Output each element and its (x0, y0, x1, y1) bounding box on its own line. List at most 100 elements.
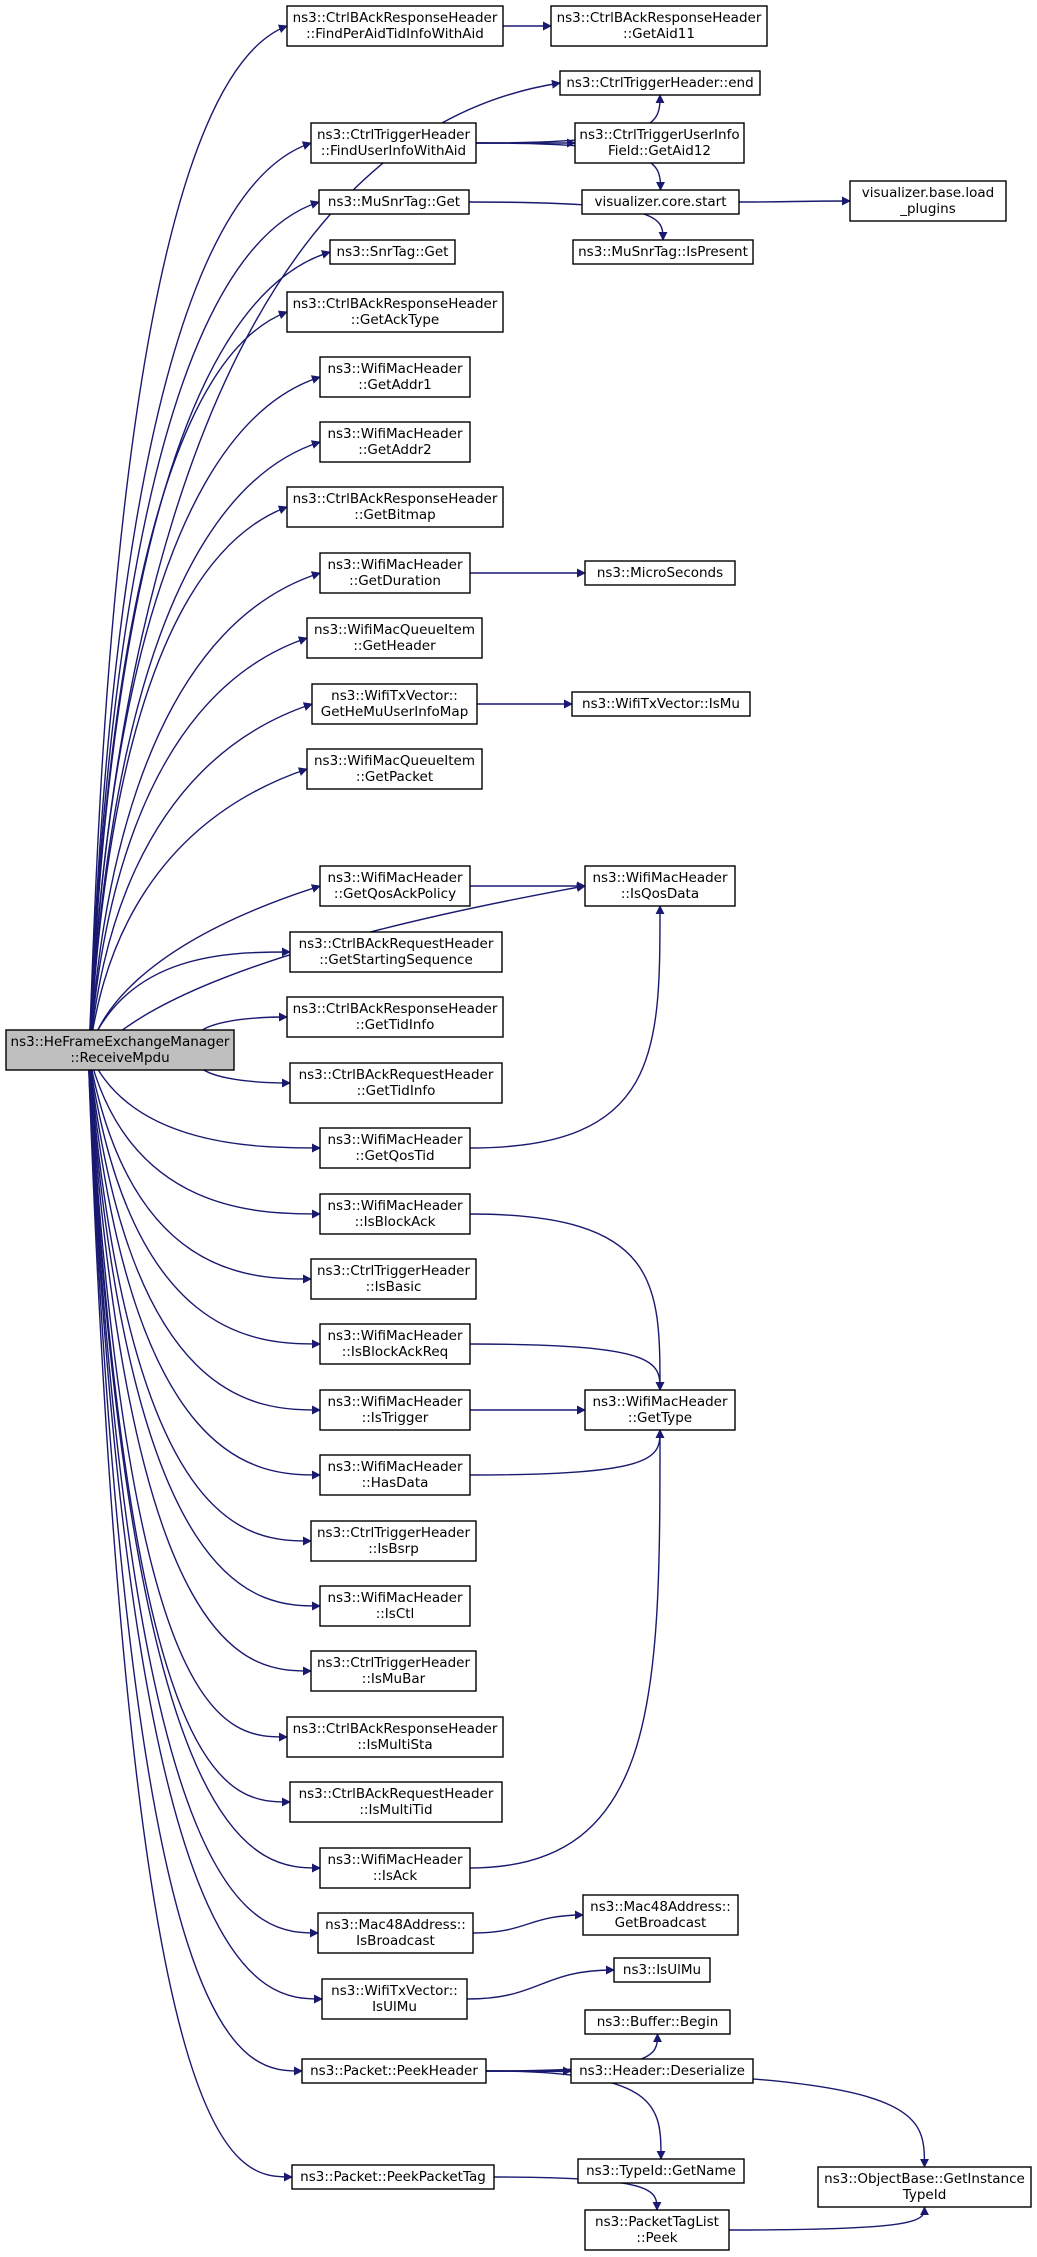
node-type-id-get-name[interactable]: ns3::TypeId::GetName (577, 2158, 745, 2184)
edge-path (485, 2070, 666, 2160)
edge-peek-packet-tag-to-tag-list-peek (493, 2176, 662, 2211)
node-find-user[interactable]: ns3::CtrlTriggerHeader::FindUserInfoWith… (310, 122, 477, 164)
node-tag-list-peek[interactable]: ns3::PacketTagList::Peek (584, 2209, 730, 2251)
node-box (584, 1389, 736, 1431)
node-is-broadcast[interactable]: ns3::Mac48Address::IsBroadcast (317, 1912, 474, 1954)
node-get-start-seq[interactable]: ns3::CtrlBAckRequestHeader::GetStartingS… (289, 931, 503, 973)
node-snr-get[interactable]: ns3::SnrTag::Get (329, 239, 456, 265)
node-label-line: ::GetQosAckPolicy (334, 886, 456, 902)
node-label-line: ns3::WifiTxVector:: (331, 1983, 458, 1999)
node-get-qos-ack[interactable]: ns3::WifiMacHeader::GetQosAckPolicy (319, 865, 471, 907)
edge-root-to-is-ack (87, 1049, 321, 1873)
edge-root-to-is-ctl (87, 1049, 321, 1611)
node-box (329, 239, 456, 265)
node-box (306, 748, 483, 790)
node-label-line: ns3::PacketTagList (595, 2214, 719, 2230)
node-req-tid-info[interactable]: ns3::CtrlBAckRequestHeader::GetTidInfo (289, 1062, 503, 1104)
node-get-he-mu-map[interactable]: ns3::WifiTxVector::GetHeMuUserInfoMap (311, 683, 478, 725)
node-viz-load[interactable]: visualizer.base.load_plugins (849, 180, 1007, 222)
node-label-line: ns3::CtrlBAckResponseHeader (293, 10, 498, 26)
node-box (319, 1585, 471, 1627)
node-viz-start[interactable]: visualizer.core.start (581, 189, 740, 215)
node-buffer-begin[interactable]: ns3::Buffer::Begin (584, 2009, 731, 2035)
node-is-qos-data[interactable]: ns3::WifiMacHeader::IsQosData (584, 865, 736, 907)
node-resp-tid-info[interactable]: ns3::CtrlBAckResponseHeader::GetTidInfo (286, 996, 504, 1038)
node-get-duration[interactable]: ns3::WifiMacHeader::GetDuration (319, 552, 471, 594)
node-label-line: ns3::CtrlBAckResponseHeader (293, 1001, 498, 1017)
node-label-line: ns3::Header::Deserialize (579, 2063, 745, 2079)
node-label-line: ::IsBsrp (368, 1541, 419, 1557)
node-get-header[interactable]: ns3::WifiMacQueueItem::GetHeader (306, 617, 483, 659)
node-get-type[interactable]: ns3::WifiMacHeader::GetType (584, 1389, 736, 1431)
edge-path (469, 1429, 665, 1869)
node-is-ack[interactable]: ns3::WifiMacHeader::IsAck (319, 1847, 471, 1889)
node-mu-snr-get[interactable]: ns3::MuSnrTag::Get (318, 189, 470, 215)
node-get-packet[interactable]: ns3::WifiMacQueueItem::GetPacket (306, 748, 483, 790)
node-label-line: ::FindPerAidTidInfoWithAid (306, 26, 484, 42)
node-label-line: ::GetQosTid (355, 1148, 434, 1164)
node-label-line: ns3::Packet::PeekPacketTag (300, 2169, 486, 2185)
node-is-trigger[interactable]: ns3::WifiMacHeader::IsTrigger (319, 1389, 471, 1431)
edge-layer (87, 21, 929, 2231)
node-is-multi-sta[interactable]: ns3::CtrlBAckResponseHeader::IsMultiSta (286, 1716, 504, 1758)
node-is-mu-bar[interactable]: ns3::CtrlTriggerHeader::IsMuBar (310, 1650, 477, 1692)
node-has-data[interactable]: ns3::WifiMacHeader::HasData (319, 1454, 471, 1496)
node-box (319, 865, 471, 907)
node-peek-header[interactable]: ns3::Packet::PeekHeader (301, 2058, 487, 2084)
node-label-line: ns3::CtrlTriggerUserInfo (579, 127, 739, 143)
node-get-aid11[interactable]: ns3::CtrlBAckResponseHeader::GetAid11 (550, 5, 768, 47)
node-is-block-ack[interactable]: ns3::WifiMacHeader::IsBlockAck (319, 1193, 471, 1235)
edge-path (472, 1910, 584, 1934)
node-box (286, 996, 504, 1038)
node-root[interactable]: ns3::HeFrameExchangeManager::ReceiveMpdu (5, 1029, 235, 1071)
node-box (289, 1781, 503, 1823)
node-get-qos-tid[interactable]: ns3::WifiMacHeader::GetQosTid (319, 1127, 471, 1169)
node-micro-seconds[interactable]: ns3::MicroSeconds (584, 560, 736, 586)
node-is-block-ack-req[interactable]: ns3::WifiMacHeader::IsBlockAckReq (319, 1323, 471, 1365)
edge-path (485, 2070, 929, 2168)
node-label-line: ns3::WifiMacQueueItem (314, 622, 475, 638)
edge-path (466, 1965, 615, 2000)
node-label-line: ns3::CtrlBAckRequestHeader (299, 1786, 494, 1802)
node-mu-snr-present[interactable]: ns3::MuSnrTag::IsPresent (572, 239, 754, 265)
node-peek-packet-tag[interactable]: ns3::Packet::PeekPacketTag (291, 2164, 495, 2190)
node-box (572, 239, 754, 265)
node-label-line: ns3::WifiMacHeader (592, 870, 728, 886)
node-is-multi-tid[interactable]: ns3::CtrlBAckRequestHeader::IsMultiTid (289, 1781, 503, 1823)
node-find-per-aid[interactable]: ns3::CtrlBAckResponseHeader::FindPerAidT… (286, 5, 504, 47)
edge-root-to-get-addr1 (87, 375, 321, 1051)
node-get-bitmap[interactable]: ns3::CtrlBAckResponseHeader::GetBitmap (286, 486, 504, 528)
node-is-ctl[interactable]: ns3::WifiMacHeader::IsCtl (319, 1585, 471, 1627)
node-label-line: ns3::IsUlMu (623, 1962, 701, 1978)
node-label-line: ::IsQosData (621, 886, 699, 902)
node-label-line: ::GetAckType (351, 312, 439, 328)
edge-get-qos-tid-to-is-qos-data (469, 905, 665, 1149)
edge-path (87, 1049, 321, 1415)
node-deserialize[interactable]: ns3::Header::Deserialize (570, 2058, 754, 2084)
node-box (319, 1389, 471, 1431)
edge-path (728, 2206, 929, 2231)
node-label-line: ns3::HeFrameExchangeManager (11, 1034, 230, 1050)
node-is-bsrp[interactable]: ns3::CtrlTriggerHeader::IsBsrp (310, 1520, 477, 1562)
node-get-ack-type[interactable]: ns3::CtrlBAckResponseHeader::GetAckType (286, 291, 504, 333)
node-label-line: ns3::WifiTxVector:: (331, 688, 458, 704)
node-is-basic[interactable]: ns3::CtrlTriggerHeader::IsBasic (310, 1258, 477, 1300)
edge-path (469, 1429, 665, 1476)
node-label-line: ::GetType (628, 1410, 692, 1426)
node-get-addr1[interactable]: ns3::WifiMacHeader::GetAddr1 (319, 356, 471, 398)
node-label-line: ns3::Buffer::Begin (597, 2014, 719, 2030)
edge-path (87, 1049, 291, 1807)
edge-root-to-get-packet (87, 767, 308, 1051)
node-get-broadcast[interactable]: ns3::Mac48Address::GetBroadcast (582, 1894, 739, 1936)
node-trig-end[interactable]: ns3::CtrlTriggerHeader::end (559, 70, 761, 96)
node-is-ul-mu-vec[interactable]: ns3::WifiTxVector::IsUlMu (321, 1978, 468, 2020)
node-box (584, 560, 736, 586)
node-is-mu[interactable]: ns3::WifiTxVector::IsMu (571, 691, 751, 717)
node-is-ul-mu[interactable]: ns3::IsUlMu (613, 1957, 711, 1983)
node-get-addr2[interactable]: ns3::WifiMacHeader::GetAddr2 (319, 421, 471, 463)
node-layer: ns3::HeFrameExchangeManager::ReceiveMpdu… (5, 5, 1032, 2251)
edge-path (87, 1049, 312, 1546)
node-label-line: ns3::Mac48Address:: (590, 1899, 731, 1915)
